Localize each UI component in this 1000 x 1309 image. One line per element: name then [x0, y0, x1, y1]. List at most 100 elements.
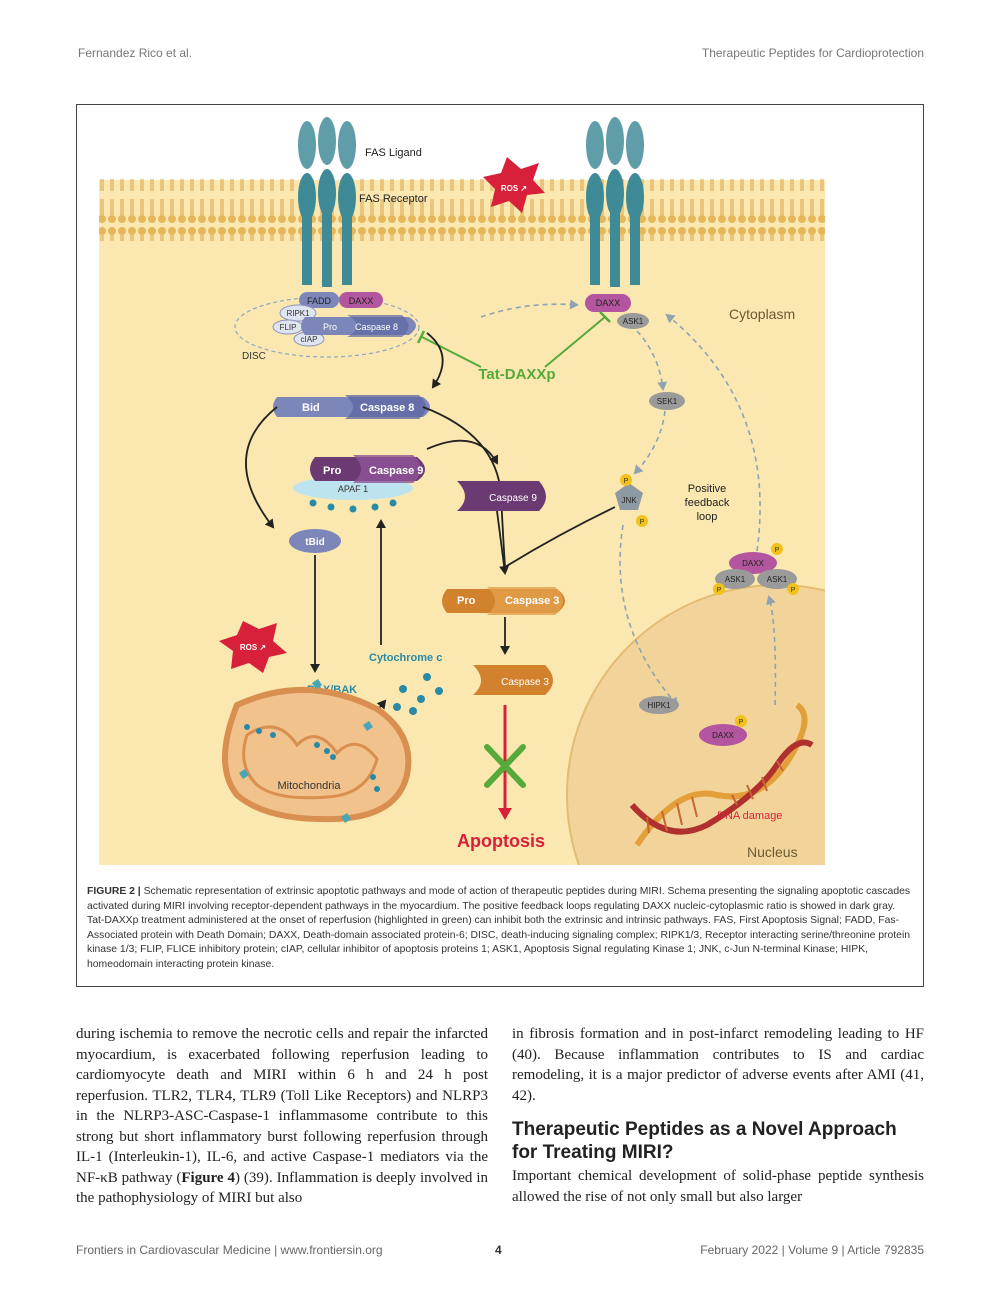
svg-text:Caspase 8: Caspase 8 — [355, 322, 398, 332]
nucleus-label: Nucleus — [747, 844, 798, 860]
tat-daxxp-label: Tat-DAXXp — [478, 366, 555, 383]
figure-2: FAS Ligand FAS Receptor ROS ↗ DISC FADD … — [76, 104, 924, 987]
arrow-to-procasp3 — [496, 510, 510, 575]
extracellular-space — [99, 105, 825, 183]
caspase8-label: Caspase 8 — [360, 402, 414, 414]
active-caspase3 — [473, 665, 553, 695]
cell-membrane — [99, 179, 825, 241]
ask1-node-b — [757, 569, 797, 589]
figure-caption-text: Schematic representation of extrinsic ap… — [87, 886, 911, 970]
positive-feedback-label-1: Positive — [688, 483, 727, 495]
figure-caption: FIGURE 2 | Schematic representation of e… — [87, 885, 913, 973]
running-head-title: Therapeutic Peptides for Cardioprotectio… — [701, 46, 924, 60]
footer-page-number: 4 — [495, 1243, 502, 1257]
mitochondria-shape — [222, 679, 412, 823]
apaf1-label: APAF 1 — [338, 484, 368, 494]
apoptosis-label: Apoptosis — [457, 831, 545, 851]
dna-damage-label: DNA damage — [717, 810, 782, 822]
ros-star-top: ROS ↗ — [483, 157, 545, 213]
active-caspase9 — [457, 481, 546, 511]
jnk-phospho-bottom — [636, 515, 648, 527]
disc-label: DISC — [242, 351, 266, 362]
svg-text:SEK1: SEK1 — [657, 397, 678, 406]
svg-text:Pro: Pro — [457, 595, 476, 607]
fas-receptor-label: FAS Receptor — [359, 193, 428, 205]
tbid-label: tBid — [305, 537, 324, 548]
svg-text:Pro: Pro — [323, 465, 342, 477]
svg-text:Pro: Pro — [323, 322, 337, 332]
svg-text:P: P — [624, 478, 629, 485]
fas-receptor-right — [586, 117, 644, 287]
disc-boundary — [234, 296, 420, 358]
caspase3-label: Caspase 3 — [505, 595, 559, 607]
fas-receptor-left — [298, 117, 356, 287]
caspase9-label: Caspase 9 — [369, 465, 423, 477]
daxx-label-left: DAXX — [349, 296, 374, 306]
svg-text:P: P — [775, 547, 780, 554]
dna-helix — [629, 702, 814, 847]
tbid-node — [289, 529, 341, 553]
svg-text:ROS ↗: ROS ↗ — [240, 643, 266, 652]
svg-text:DAXX: DAXX — [596, 298, 621, 308]
cytochrome-c-label: Cytochrome c — [369, 652, 442, 664]
svg-text:Caspase 9: Caspase 9 — [489, 493, 537, 504]
arrow-jnk-to-casp3 — [504, 506, 616, 568]
daxx-node-nucleus — [699, 724, 747, 746]
svg-text:DAXX: DAXX — [742, 559, 764, 568]
svg-text:P: P — [739, 719, 744, 726]
sek1-node — [649, 392, 685, 410]
figure-caption-label: FIGURE 2 | — [87, 886, 141, 897]
svg-text:ROS ↗: ROS ↗ — [501, 184, 527, 193]
cytoplasm-label: Cytoplasm — [729, 306, 795, 322]
daxx-node-cluster — [729, 552, 777, 574]
body-column-left: during ischemia to remove the necrotic c… — [76, 1024, 488, 1209]
positive-feedback-label-2: feedback — [685, 497, 730, 509]
body-column-right: in fibrosis formation and in post-infarc… — [512, 1024, 924, 1207]
jnk-node — [615, 483, 643, 510]
daxx-node-left — [339, 292, 383, 308]
tat-inhibit-right — [544, 316, 606, 368]
paragraph-right-1: in fibrosis formation and in post-infarc… — [512, 1026, 924, 1104]
svg-text:JNK: JNK — [621, 496, 637, 505]
apoptosis-pathway-diagram: FAS Ligand FAS Receptor ROS ↗ DISC FADD … — [99, 105, 825, 865]
svg-text:P: P — [640, 519, 645, 526]
svg-text:ASK1: ASK1 — [767, 575, 788, 584]
ask1-node-a — [715, 569, 755, 589]
fas-ligand-label: FAS Ligand — [365, 147, 422, 159]
ask1-node-top — [617, 313, 649, 329]
svg-text:HIPK1: HIPK1 — [647, 701, 671, 710]
mitochondria-label: Mitochondria — [278, 780, 342, 792]
arrow-casp9-active — [426, 439, 498, 465]
feedback-loop-arrows — [480, 299, 777, 707]
tat-inhibit-left — [421, 336, 482, 368]
footer-journal: Frontiers in Cardiovascular Medicine | w… — [76, 1243, 383, 1257]
flip-label: FLIP — [280, 323, 297, 332]
jnk-phospho-top — [620, 474, 632, 486]
hipk1-node — [639, 696, 679, 714]
bid-label: Bid — [302, 402, 320, 414]
fadd-label: FADD — [307, 296, 332, 306]
fadd-node — [299, 292, 339, 308]
svg-text:DAXX: DAXX — [712, 731, 734, 740]
svg-text:ASK1: ASK1 — [623, 317, 644, 326]
apaf1-beads — [309, 499, 397, 513]
section-heading: Therapeutic Peptides as a Novel Approach… — [512, 1119, 897, 1163]
ripk1-label: RIPK1 — [286, 309, 310, 318]
svg-text:P: P — [791, 587, 796, 594]
daxx-node-right — [585, 294, 631, 312]
svg-text:P: P — [717, 587, 722, 594]
paragraph-left: during ischemia to remove the necrotic c… — [76, 1026, 489, 1206]
svg-text:ASK1: ASK1 — [725, 575, 746, 584]
paragraph-right-2: Important chemical development of solid-… — [512, 1168, 924, 1205]
svg-text:Caspase 3: Caspase 3 — [501, 677, 549, 688]
ros-star-bottom: ROS ↗ — [219, 621, 287, 673]
positive-feedback-label-3: loop — [697, 511, 718, 523]
cytochrome-c-dots — [393, 673, 443, 715]
running-head-authors: Fernandez Rico et al. — [78, 46, 193, 60]
figure-4-reference[interactable]: Figure 4 — [181, 1169, 236, 1186]
arrow-bid-to-tbid — [245, 406, 278, 529]
footer-issue: February 2022 | Volume 9 | Article 79283… — [700, 1243, 924, 1257]
arrow-casp8-to-bid — [426, 332, 444, 389]
ciap-label: cIAP — [301, 335, 318, 344]
inhibition-cross — [484, 744, 526, 788]
